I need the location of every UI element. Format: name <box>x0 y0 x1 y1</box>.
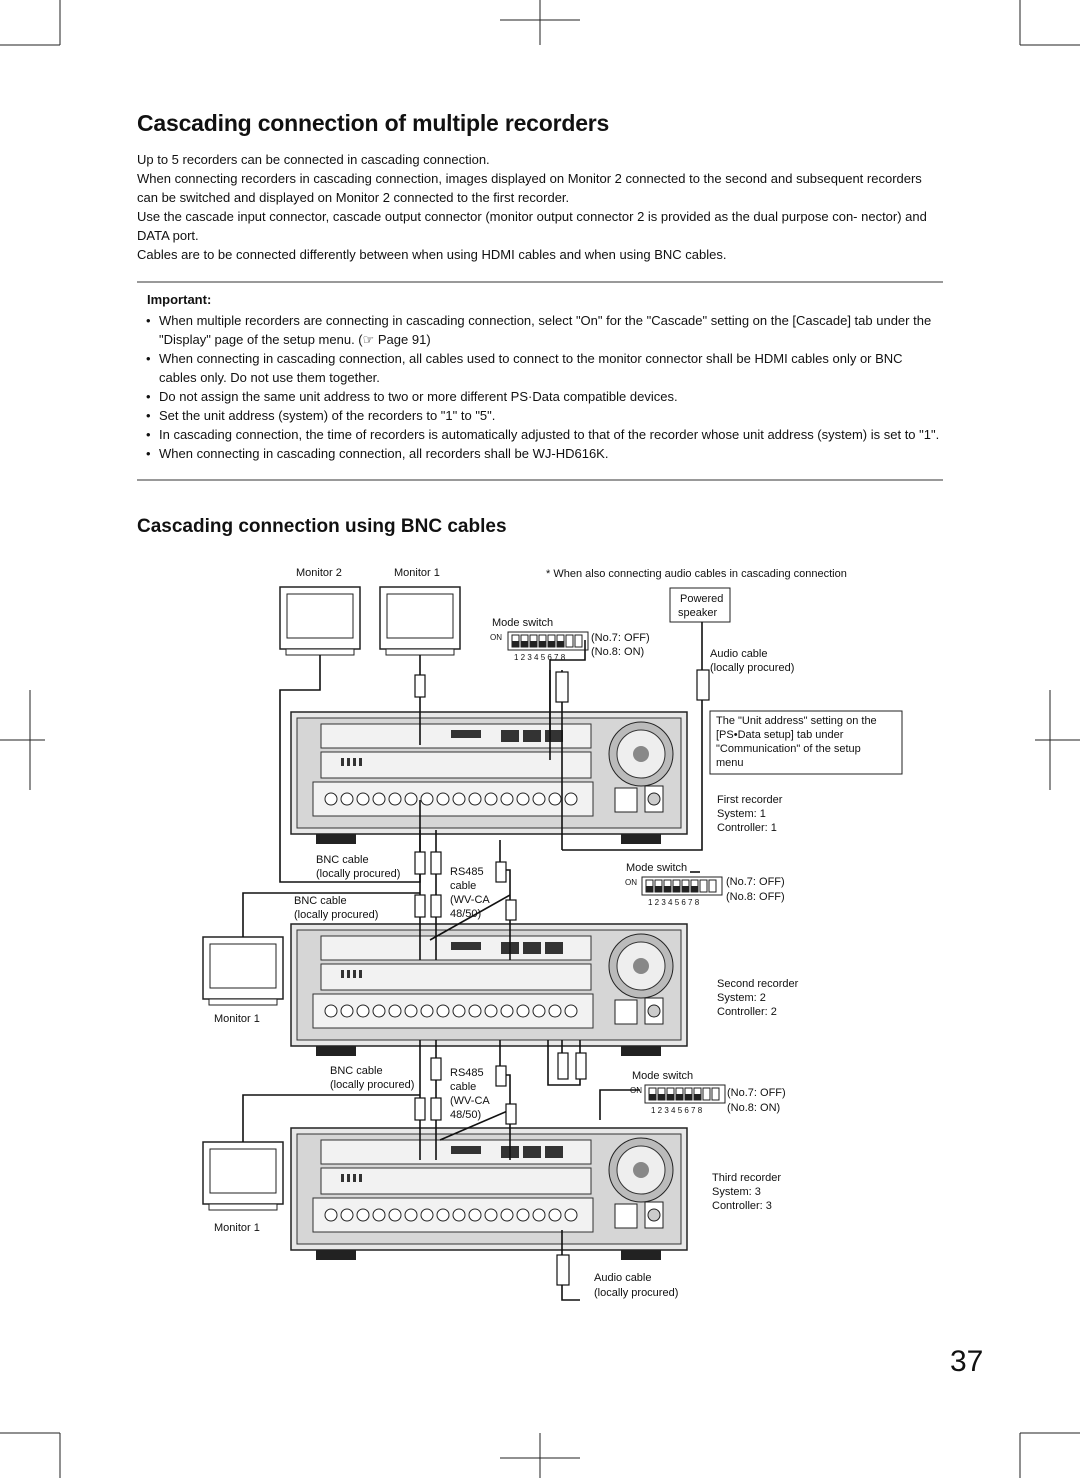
dip-switch <box>507 631 589 651</box>
recorder-controller: Controller: 3 <box>712 1200 772 1212</box>
recorder-system: System: 2 <box>717 992 766 1004</box>
rs485-label: 48/50) <box>450 1109 481 1121</box>
bnc-cable-label: BNC cable <box>330 1065 383 1077</box>
third-recorder <box>290 1127 688 1261</box>
intro-paragraph: Up to 5 recorders can be connected in ca… <box>137 152 490 167</box>
speaker-label: speaker <box>678 607 717 619</box>
monitor2-label: Monitor 2 <box>296 567 342 579</box>
important-list: When multiple recorders are connecting i… <box>137 311 943 463</box>
bnc-cable-note: (locally procured) <box>316 868 400 880</box>
important-label: Important: <box>147 292 212 307</box>
monitor1-screen <box>379 586 461 656</box>
switch-on-label: ON <box>490 633 502 642</box>
important-box: Important: When multiple recorders are c… <box>137 290 943 463</box>
bnc-cable-note: (locally procured) <box>330 1079 414 1091</box>
monitor1-label: Monitor 1 <box>214 1013 260 1025</box>
monitor2-screen <box>279 586 361 656</box>
connectors <box>414 669 710 1286</box>
switch-numbers: 1 2 3 4 5 6 7 8 <box>648 898 700 907</box>
bnc-cable-note: (locally procured) <box>294 909 378 921</box>
first-recorder <box>290 711 688 845</box>
speaker-label: Powered <box>680 593 723 605</box>
mode-switch-label: Mode switch <box>492 617 553 629</box>
switch-numbers: 1 2 3 4 5 6 7 8 <box>651 1106 703 1115</box>
list-item: Set the unit address (system) of the rec… <box>146 406 943 425</box>
second-recorder <box>290 923 688 1057</box>
rs485-label: cable <box>450 880 476 892</box>
monitor1-label: Monitor 1 <box>214 1222 260 1234</box>
monitor1-screen <box>202 936 284 1006</box>
recorder-name: First recorder <box>717 794 783 806</box>
audio-cable-note: (locally procured) <box>594 1287 678 1299</box>
mode-switch-label: Mode switch <box>626 862 687 874</box>
unit-address-note-box <box>709 710 903 775</box>
recorder-system: System: 1 <box>717 808 766 820</box>
list-item: When connecting in cascading connection,… <box>146 444 943 463</box>
switch-setting: (No.8: ON) <box>727 1102 780 1114</box>
dip-switch <box>644 1084 726 1104</box>
note-line: The "Unit address" setting on the <box>716 715 877 727</box>
list-item: When connecting in cascading connection,… <box>146 349 943 387</box>
recorder-controller: Controller: 2 <box>717 1006 777 1018</box>
rs485-label: RS485 <box>450 866 484 878</box>
bnc-cable-label: BNC cable <box>294 895 347 907</box>
switch-setting: (No.8: OFF) <box>726 891 785 903</box>
rs485-label: (WV-CA <box>450 1095 490 1107</box>
intro-paragraph: Use the cascade input connector, cascade… <box>137 209 927 243</box>
divider <box>137 479 943 481</box>
audio-cable-label: Audio cable <box>594 1272 652 1284</box>
switch-setting: (No.8: ON) <box>591 646 644 658</box>
section-title: Cascading connection using BNC cables <box>137 516 507 537</box>
bnc-cable-label: BNC cable <box>316 854 369 866</box>
note-line: menu <box>716 757 744 769</box>
dip-switch <box>641 876 723 896</box>
mode-switch-label: Mode switch <box>632 1070 693 1082</box>
switch-numbers: 1 2 3 4 5 6 7 8 <box>514 653 566 662</box>
note-line: "Communication" of the setup <box>716 743 861 755</box>
recorder-name: Second recorder <box>717 978 799 990</box>
speaker-box <box>669 587 731 623</box>
note-line: [PS•Data setup] tab under <box>716 729 844 741</box>
rs485-label: (WV-CA <box>450 894 490 906</box>
monitor1-screen <box>202 1141 284 1211</box>
list-item: In cascading connection, the time of rec… <box>146 425 943 444</box>
list-item: Do not assign the same unit address to t… <box>146 387 943 406</box>
list-item: When multiple recorders are connecting i… <box>146 311 943 349</box>
intro-paragraph: When connecting recorders in cascading c… <box>137 171 922 205</box>
divider <box>137 281 943 283</box>
audio-cable-label: Audio cable <box>710 648 768 660</box>
monitor1-label: Monitor 1 <box>394 567 440 579</box>
page-title: Cascading connection of multiple recorde… <box>137 110 610 136</box>
switch-setting: (No.7: OFF) <box>726 876 785 888</box>
intro-text: Up to 5 recorders can be connected in ca… <box>137 150 943 264</box>
intro-paragraph: Cables are to be connected differently b… <box>137 247 727 262</box>
rs485-label: 48/50) <box>450 908 481 920</box>
switch-on-label: ON <box>625 878 637 887</box>
recorder-controller: Controller: 1 <box>717 822 777 834</box>
page-number: 37 <box>950 1345 984 1378</box>
switch-setting: (No.7: OFF) <box>727 1087 786 1099</box>
recorder-system: System: 3 <box>712 1186 761 1198</box>
audio-cable-note: (locally procured) <box>710 662 794 674</box>
audio-note: * When also connecting audio cables in c… <box>546 568 847 580</box>
rs485-label: cable <box>450 1081 476 1093</box>
rs485-label: RS485 <box>450 1067 484 1079</box>
switch-setting: (No.7: OFF) <box>591 632 650 644</box>
recorder-name: Third recorder <box>712 1172 781 1184</box>
